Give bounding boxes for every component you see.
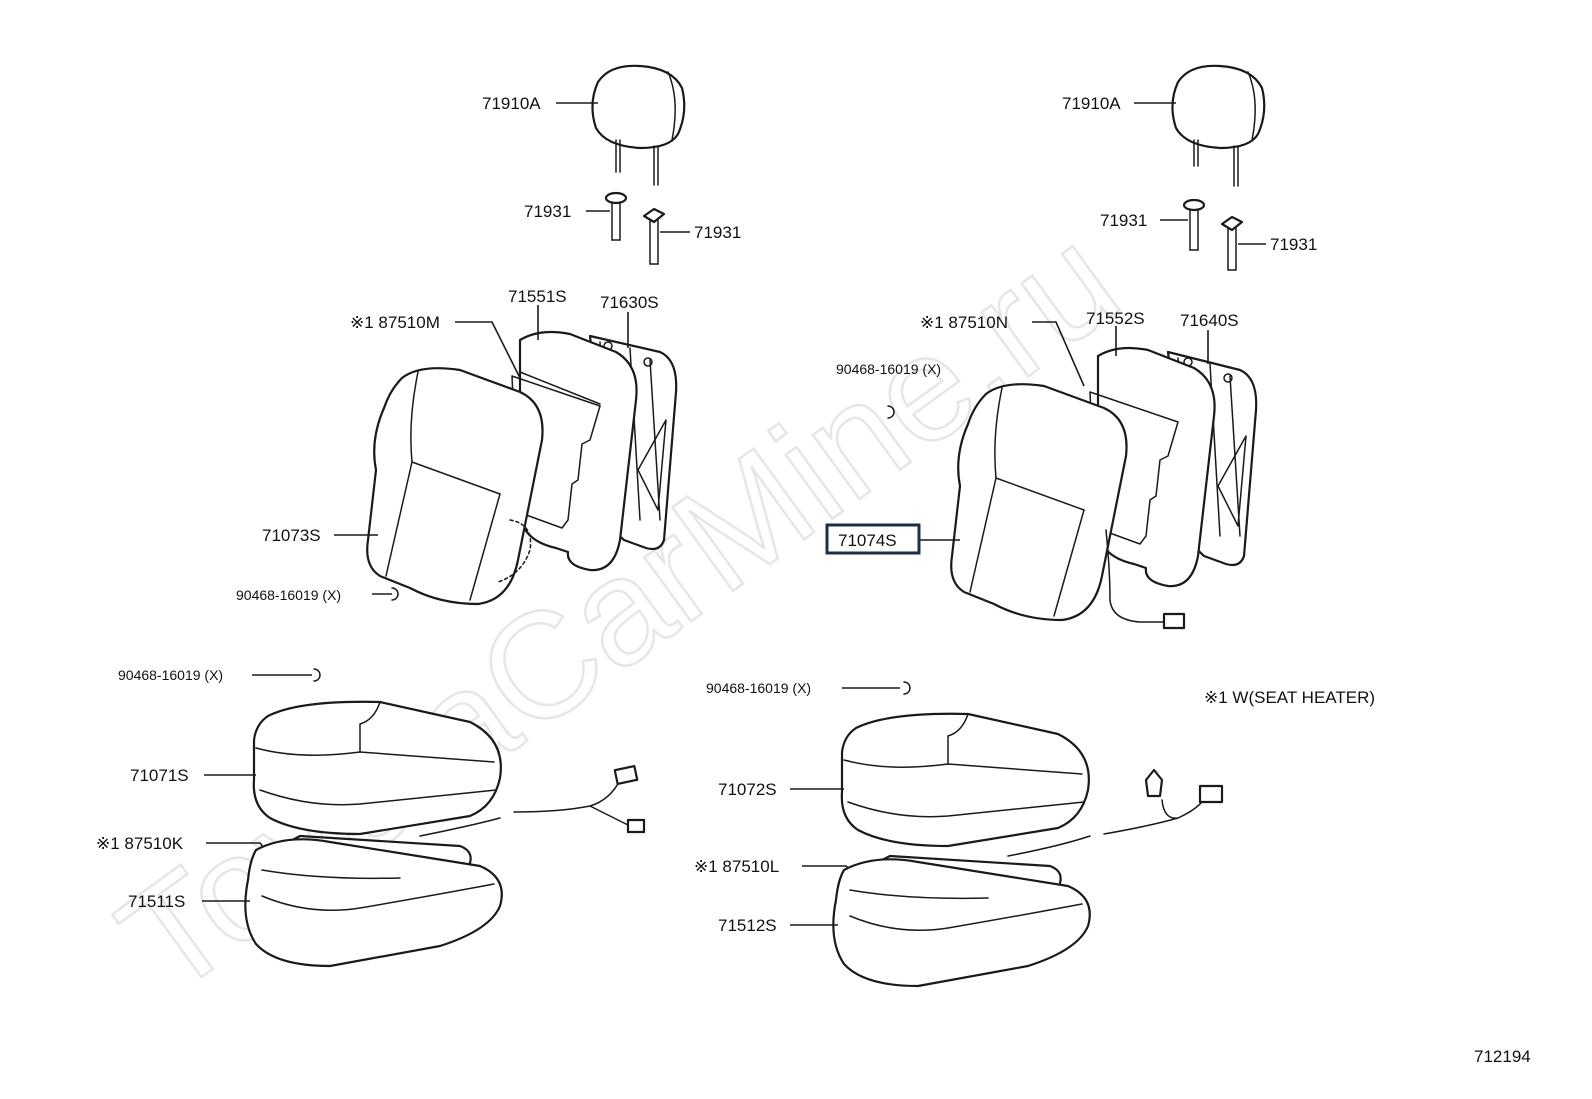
- left-seatback-pad[interactable]: [511, 330, 638, 572]
- label-left-cover-cush[interactable]: 71071S: [130, 766, 189, 785]
- label-left-support-b[interactable]: 71931: [694, 223, 741, 242]
- label-right-pad-back[interactable]: 71552S: [1086, 309, 1145, 328]
- label-left-support-a[interactable]: 71931: [524, 202, 571, 221]
- left-headrest-support-a[interactable]: [604, 191, 628, 241]
- seat-heater-note: ※1 W(SEAT HEATER): [1204, 688, 1375, 707]
- label-right-cover-cush[interactable]: 71072S: [718, 780, 777, 799]
- right-headrest[interactable]: [1171, 64, 1266, 187]
- label-right-pad-cush[interactable]: 71512S: [718, 916, 777, 935]
- left-seatback-cover[interactable]: [366, 367, 544, 606]
- right-seatback-cover[interactable]: [950, 383, 1186, 630]
- label-right-hogring-cush[interactable]: 90468-16019 (X): [706, 680, 811, 696]
- label-left-hogring-cush[interactable]: 90468-16019 (X): [118, 667, 223, 683]
- label-right-support-b[interactable]: 71931: [1270, 235, 1317, 254]
- left-back-hog-ring[interactable]: [391, 587, 399, 601]
- label-right-hogring-back[interactable]: 90468-16019 (X): [836, 361, 941, 377]
- right-cushion-hog-ring[interactable]: [903, 681, 911, 695]
- left-headrest[interactable]: [591, 64, 686, 186]
- left-cushion-cover[interactable]: [252, 700, 502, 836]
- left-cushion-hog-ring[interactable]: [313, 668, 321, 682]
- label-right-heater-back[interactable]: ※1 87510N: [920, 313, 1008, 332]
- highlight-box: [825, 523, 921, 555]
- right-cushion-pad[interactable]: [832, 858, 1091, 988]
- label-right-heater-cush[interactable]: ※1 87510L: [694, 857, 779, 876]
- label-left-pad-cush[interactable]: 71511S: [128, 892, 185, 911]
- diagram-code: 712194: [1474, 1047, 1531, 1066]
- right-cushion-cover[interactable]: [840, 712, 1090, 848]
- right-seat-assembly: 71910A 71931 71931 90468-16019 (X) ※1 87…: [694, 64, 1317, 988]
- left-headrest-support-b[interactable]: [642, 207, 666, 265]
- right-headrest-support-b[interactable]: [1220, 215, 1244, 271]
- label-right-support-a[interactable]: 71931: [1100, 211, 1147, 230]
- label-left-heater-cush[interactable]: ※1 87510K: [96, 834, 184, 853]
- label-left-frame[interactable]: 71630S: [600, 293, 659, 312]
- label-left-cover-back[interactable]: 71073S: [262, 526, 321, 545]
- left-cushion-wiring[interactable]: [419, 764, 646, 837]
- label-left-hogring-back[interactable]: 90468-16019 (X): [236, 587, 341, 603]
- right-headrest-support-a[interactable]: [1182, 198, 1206, 251]
- label-left-heater-back[interactable]: ※1 87510M: [350, 313, 440, 332]
- right-back-hog-ring[interactable]: [887, 405, 895, 419]
- label-right-frame[interactable]: 71640S: [1180, 311, 1239, 330]
- right-seatback-pad[interactable]: [1089, 346, 1216, 588]
- label-left-headrest[interactable]: 71910A: [482, 94, 541, 113]
- label-left-pad-back[interactable]: 71551S: [508, 287, 567, 306]
- left-seat-assembly: 71910A 71931 71931 71551S 71630S ※1 8751…: [96, 64, 741, 968]
- label-right-cover-back[interactable]: 71074S: [838, 531, 897, 550]
- right-cushion-wiring[interactable]: [1007, 768, 1224, 857]
- left-cushion-pad[interactable]: [244, 838, 503, 968]
- label-right-headrest[interactable]: 71910A: [1062, 94, 1121, 113]
